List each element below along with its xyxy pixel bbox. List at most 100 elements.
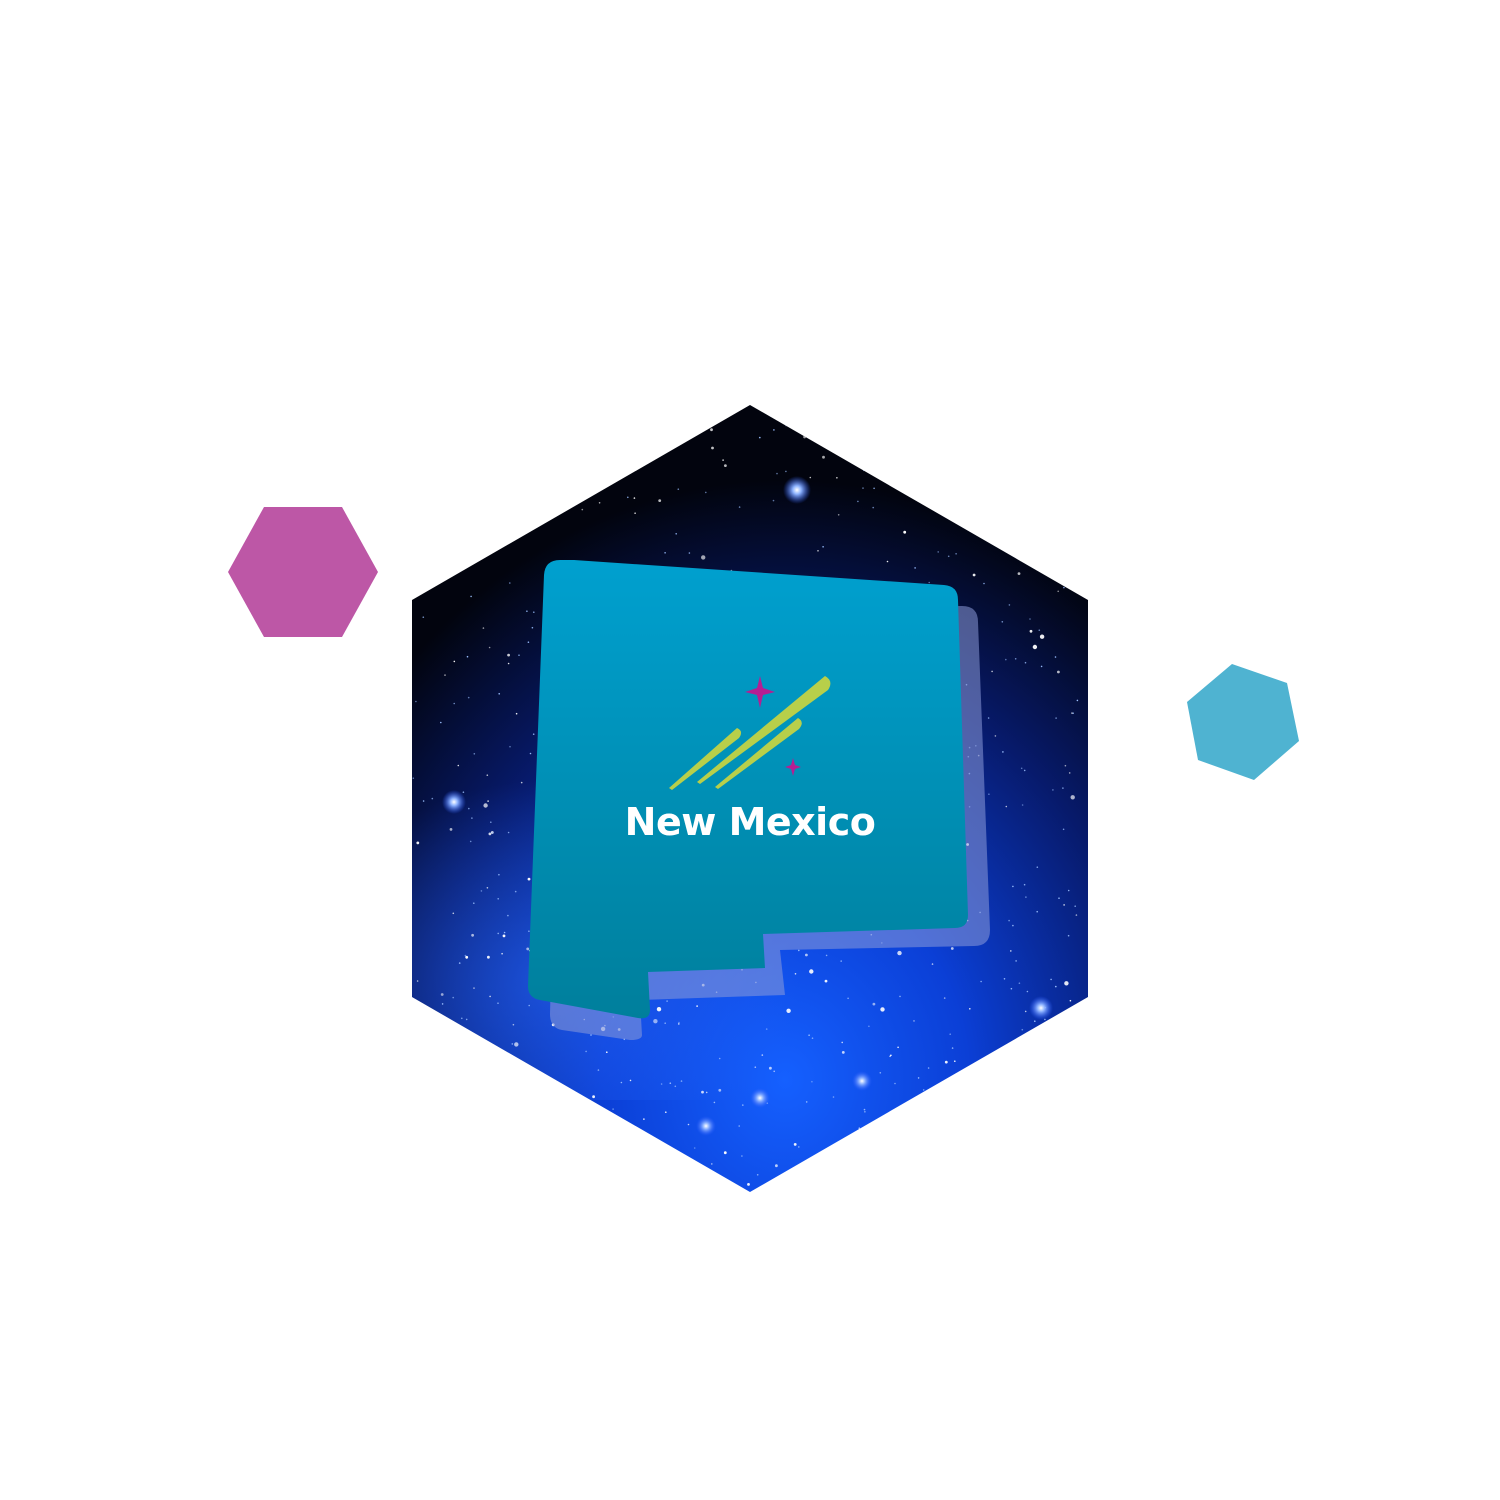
star [585, 1169, 587, 1172]
star [931, 963, 934, 965]
star [482, 627, 485, 629]
star [971, 1165, 973, 1167]
star [840, 960, 842, 962]
star [614, 476, 616, 478]
star [1021, 1028, 1024, 1031]
star [928, 502, 930, 504]
star [773, 429, 775, 431]
star [512, 1023, 515, 1026]
star [597, 457, 599, 460]
star [1005, 658, 1007, 661]
star [664, 1022, 666, 1024]
star [581, 1158, 585, 1162]
star [1005, 805, 1008, 808]
star [769, 1066, 772, 1070]
star [524, 409, 527, 412]
star [643, 1118, 645, 1120]
star [468, 510, 472, 514]
star [476, 507, 479, 509]
star [868, 1025, 870, 1028]
star [666, 1000, 668, 1002]
star [1055, 985, 1057, 988]
star [1078, 490, 1081, 492]
star [453, 702, 456, 705]
star [1029, 629, 1033, 633]
star [515, 712, 518, 715]
purple-hexagon [228, 507, 378, 637]
star [931, 428, 933, 430]
sparkle-large [745, 676, 775, 708]
star [969, 1008, 971, 1010]
star [439, 1025, 442, 1028]
star [1028, 1065, 1030, 1067]
star [811, 1161, 813, 1164]
star [897, 950, 902, 956]
star [929, 414, 931, 416]
star [983, 1122, 986, 1124]
star [460, 505, 463, 507]
star [465, 1018, 468, 1021]
star [710, 428, 713, 432]
star [978, 494, 982, 497]
star [527, 516, 530, 519]
star [773, 1070, 775, 1073]
star [467, 696, 470, 699]
star [1024, 1010, 1027, 1013]
star [436, 1117, 439, 1120]
star [527, 641, 530, 643]
star [872, 1002, 876, 1006]
star [1072, 712, 1074, 714]
star [422, 616, 425, 618]
star [658, 499, 662, 502]
star [805, 953, 808, 957]
star [1064, 981, 1069, 986]
star [761, 1054, 764, 1056]
star [454, 413, 456, 415]
star [997, 1108, 1000, 1110]
star [1063, 586, 1065, 589]
bright-star [750, 1088, 770, 1108]
star [711, 446, 714, 450]
star [629, 1079, 632, 1082]
star [705, 491, 707, 494]
star [680, 1080, 683, 1082]
star [452, 996, 455, 999]
star [811, 1037, 814, 1039]
star [502, 484, 505, 487]
star [849, 1137, 852, 1139]
star [890, 1054, 892, 1057]
bright-star [783, 476, 811, 504]
star [822, 455, 825, 459]
star [487, 955, 490, 959]
star [592, 1095, 595, 1099]
star [903, 530, 907, 534]
star [992, 516, 994, 518]
star [501, 952, 503, 955]
star [674, 1085, 677, 1088]
star [722, 459, 724, 461]
star [830, 417, 832, 420]
star [465, 955, 469, 959]
star [471, 817, 473, 819]
star [949, 1033, 951, 1035]
star [824, 979, 828, 983]
star [544, 1076, 547, 1079]
star [981, 448, 983, 451]
star [927, 1067, 930, 1069]
star [518, 654, 520, 656]
star [1071, 1028, 1074, 1030]
star [495, 1174, 498, 1177]
star [1059, 501, 1062, 504]
star [863, 1190, 866, 1192]
star [473, 753, 476, 755]
star [724, 464, 727, 467]
star [954, 1060, 956, 1062]
star [507, 914, 509, 917]
star [1075, 914, 1078, 916]
star [712, 1188, 716, 1191]
star [522, 1178, 525, 1181]
star [947, 423, 953, 428]
star [421, 438, 424, 442]
star [634, 512, 636, 514]
